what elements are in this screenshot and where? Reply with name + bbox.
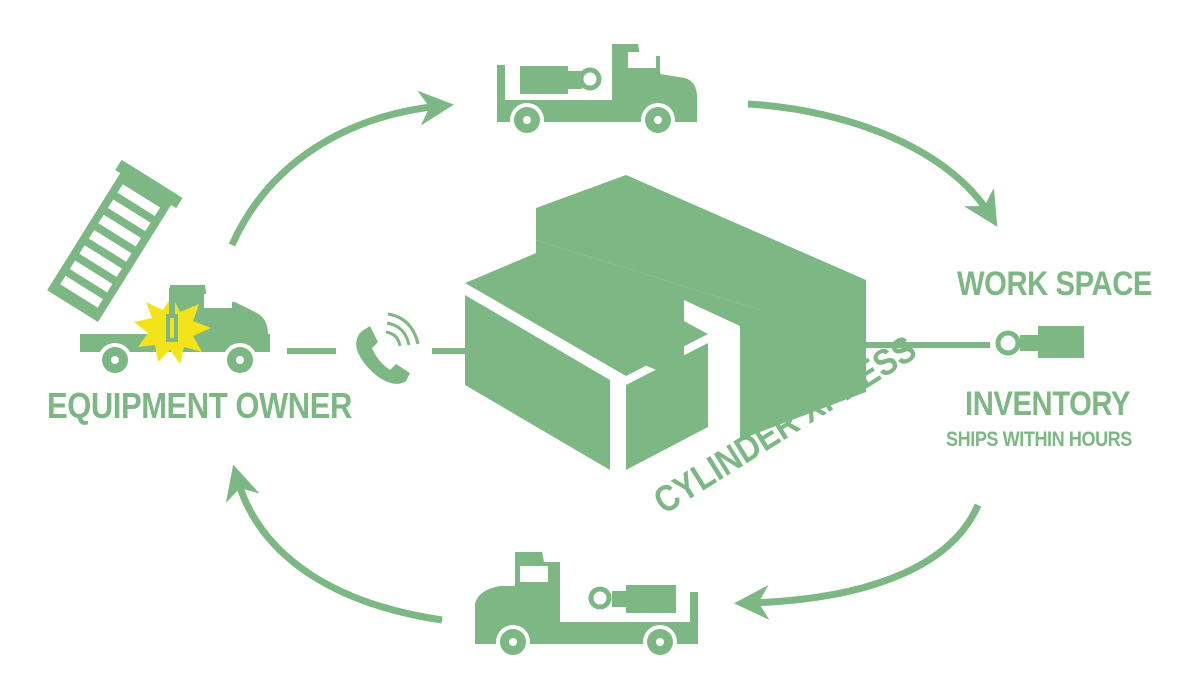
arrow-owner-to-top (228, 90, 454, 247)
flatbed-truck-icon (497, 44, 698, 137)
arrow-inventory-to-bottom (734, 503, 982, 620)
arrow-bottom-to-owner (225, 464, 443, 624)
hydraulic-cylinder-icon (995, 326, 1084, 358)
dump-truck-icon (47, 159, 270, 377)
warehouse-icon (465, 175, 866, 470)
phone-icon (356, 312, 420, 384)
equipment-owner-label: EQUIPMENT OWNER (47, 385, 352, 426)
ships-within-hours-label: SHIPS WITHIN HOURS (946, 428, 1132, 451)
work-space-label: WORK SPACE (957, 265, 1152, 303)
flatbed-truck-icon (475, 552, 698, 659)
arrow-top-to-workspace (747, 100, 998, 227)
inventory-label: INVENTORY (965, 385, 1131, 423)
